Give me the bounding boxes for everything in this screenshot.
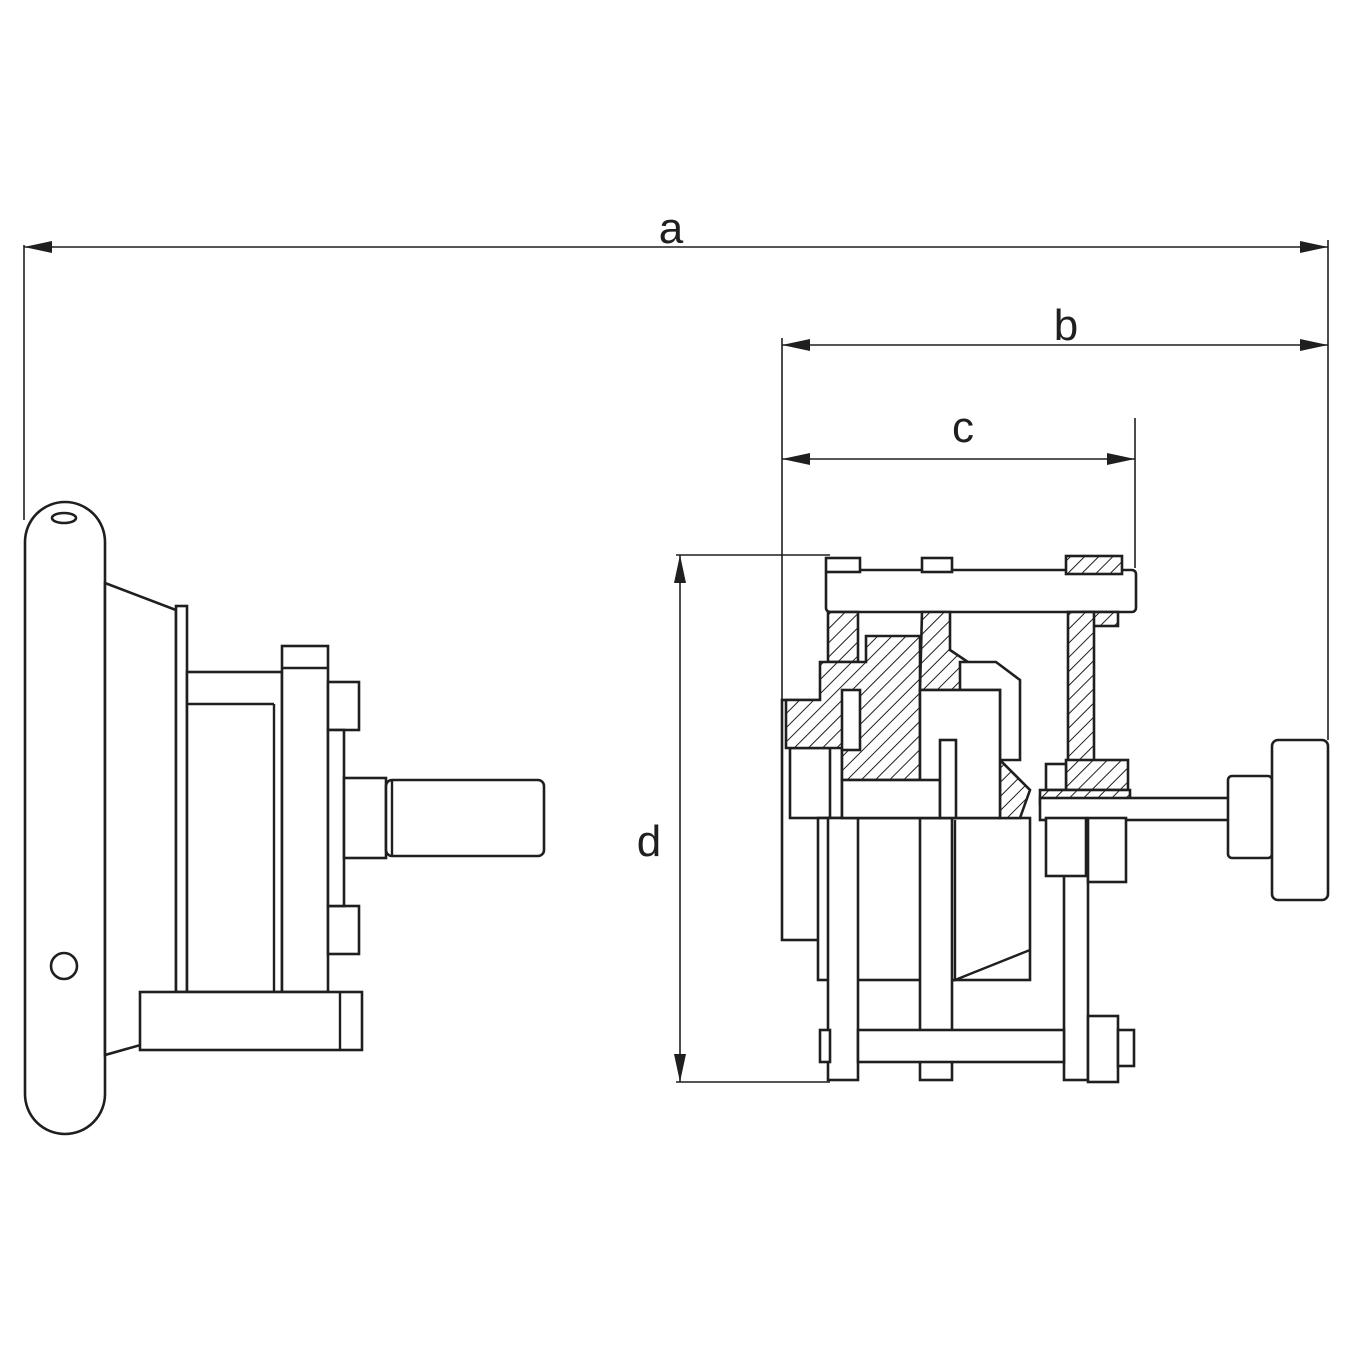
worm-wheel (998, 756, 1032, 820)
bolt-right-mid (1086, 816, 1128, 884)
stud-left (826, 610, 860, 664)
dimension-c: c (782, 403, 1136, 568)
nut-lower-right-cap (1116, 1028, 1136, 1068)
shaft-collar (342, 776, 388, 860)
gearbox-body (185, 670, 284, 994)
rim-top-slot (50, 511, 78, 525)
nut-lower-right (1086, 1014, 1120, 1084)
nut-right-mid (1064, 758, 1130, 792)
stud-right (1066, 610, 1096, 764)
nut-lower-left (818, 1028, 832, 1064)
handwheel-rim (23, 500, 107, 1136)
bolt-lower (326, 904, 361, 956)
section-view-gearbox (780, 554, 1330, 1084)
dimension-a: a (23, 204, 1329, 740)
mounting-flange (280, 644, 330, 994)
dimension-label-c: c (952, 403, 974, 452)
dimension-label-d: d (637, 817, 661, 866)
dimension-d: d (637, 554, 830, 1083)
tie-bar-top (824, 568, 1138, 614)
base-foot (138, 990, 364, 1052)
center-boss-lower (840, 778, 942, 820)
hub-cone (103, 581, 178, 1057)
handle-knob (1270, 738, 1330, 902)
nut-top-middle (920, 556, 954, 574)
output-shaft (384, 778, 546, 858)
rim-pin-hole (49, 951, 79, 981)
dimension-b: b (781, 301, 1328, 700)
dimension-label-b: b (1054, 301, 1078, 350)
shaft-hub (1226, 774, 1274, 860)
coupling-plate (326, 728, 346, 908)
nut-top-right (1064, 554, 1124, 576)
housing-inner-left (788, 746, 832, 820)
key-left (840, 688, 862, 752)
side-view-handwheel (23, 500, 546, 1136)
flange-plate (174, 604, 189, 994)
dimension-label-a: a (659, 204, 684, 253)
bolt-upper (326, 680, 361, 732)
center-step (938, 738, 958, 820)
plate-left (826, 816, 860, 1082)
nut-right-mid-small (1044, 762, 1068, 792)
nut-top-left (824, 556, 862, 574)
tie-rod-lower (856, 1028, 1066, 1064)
worm-shaft-bearing (1044, 816, 1088, 878)
